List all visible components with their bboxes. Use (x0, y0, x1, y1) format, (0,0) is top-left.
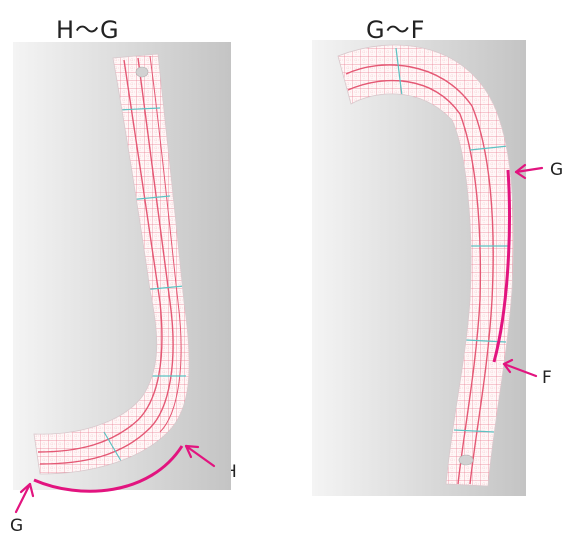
label-g-right: G (550, 160, 564, 180)
arrow-to-g-right (514, 163, 544, 180)
panel-right-title: G〜F (366, 16, 426, 44)
panel-left-title: H〜G (56, 16, 120, 44)
right-highlight-curve (492, 169, 511, 363)
arrow-to-g-left (14, 482, 35, 514)
label-g-left: G (10, 516, 24, 536)
arrow-to-h (184, 444, 216, 468)
left-highlight-curve (33, 445, 184, 493)
arrow-to-f (502, 358, 538, 378)
label-f: F (542, 368, 552, 388)
